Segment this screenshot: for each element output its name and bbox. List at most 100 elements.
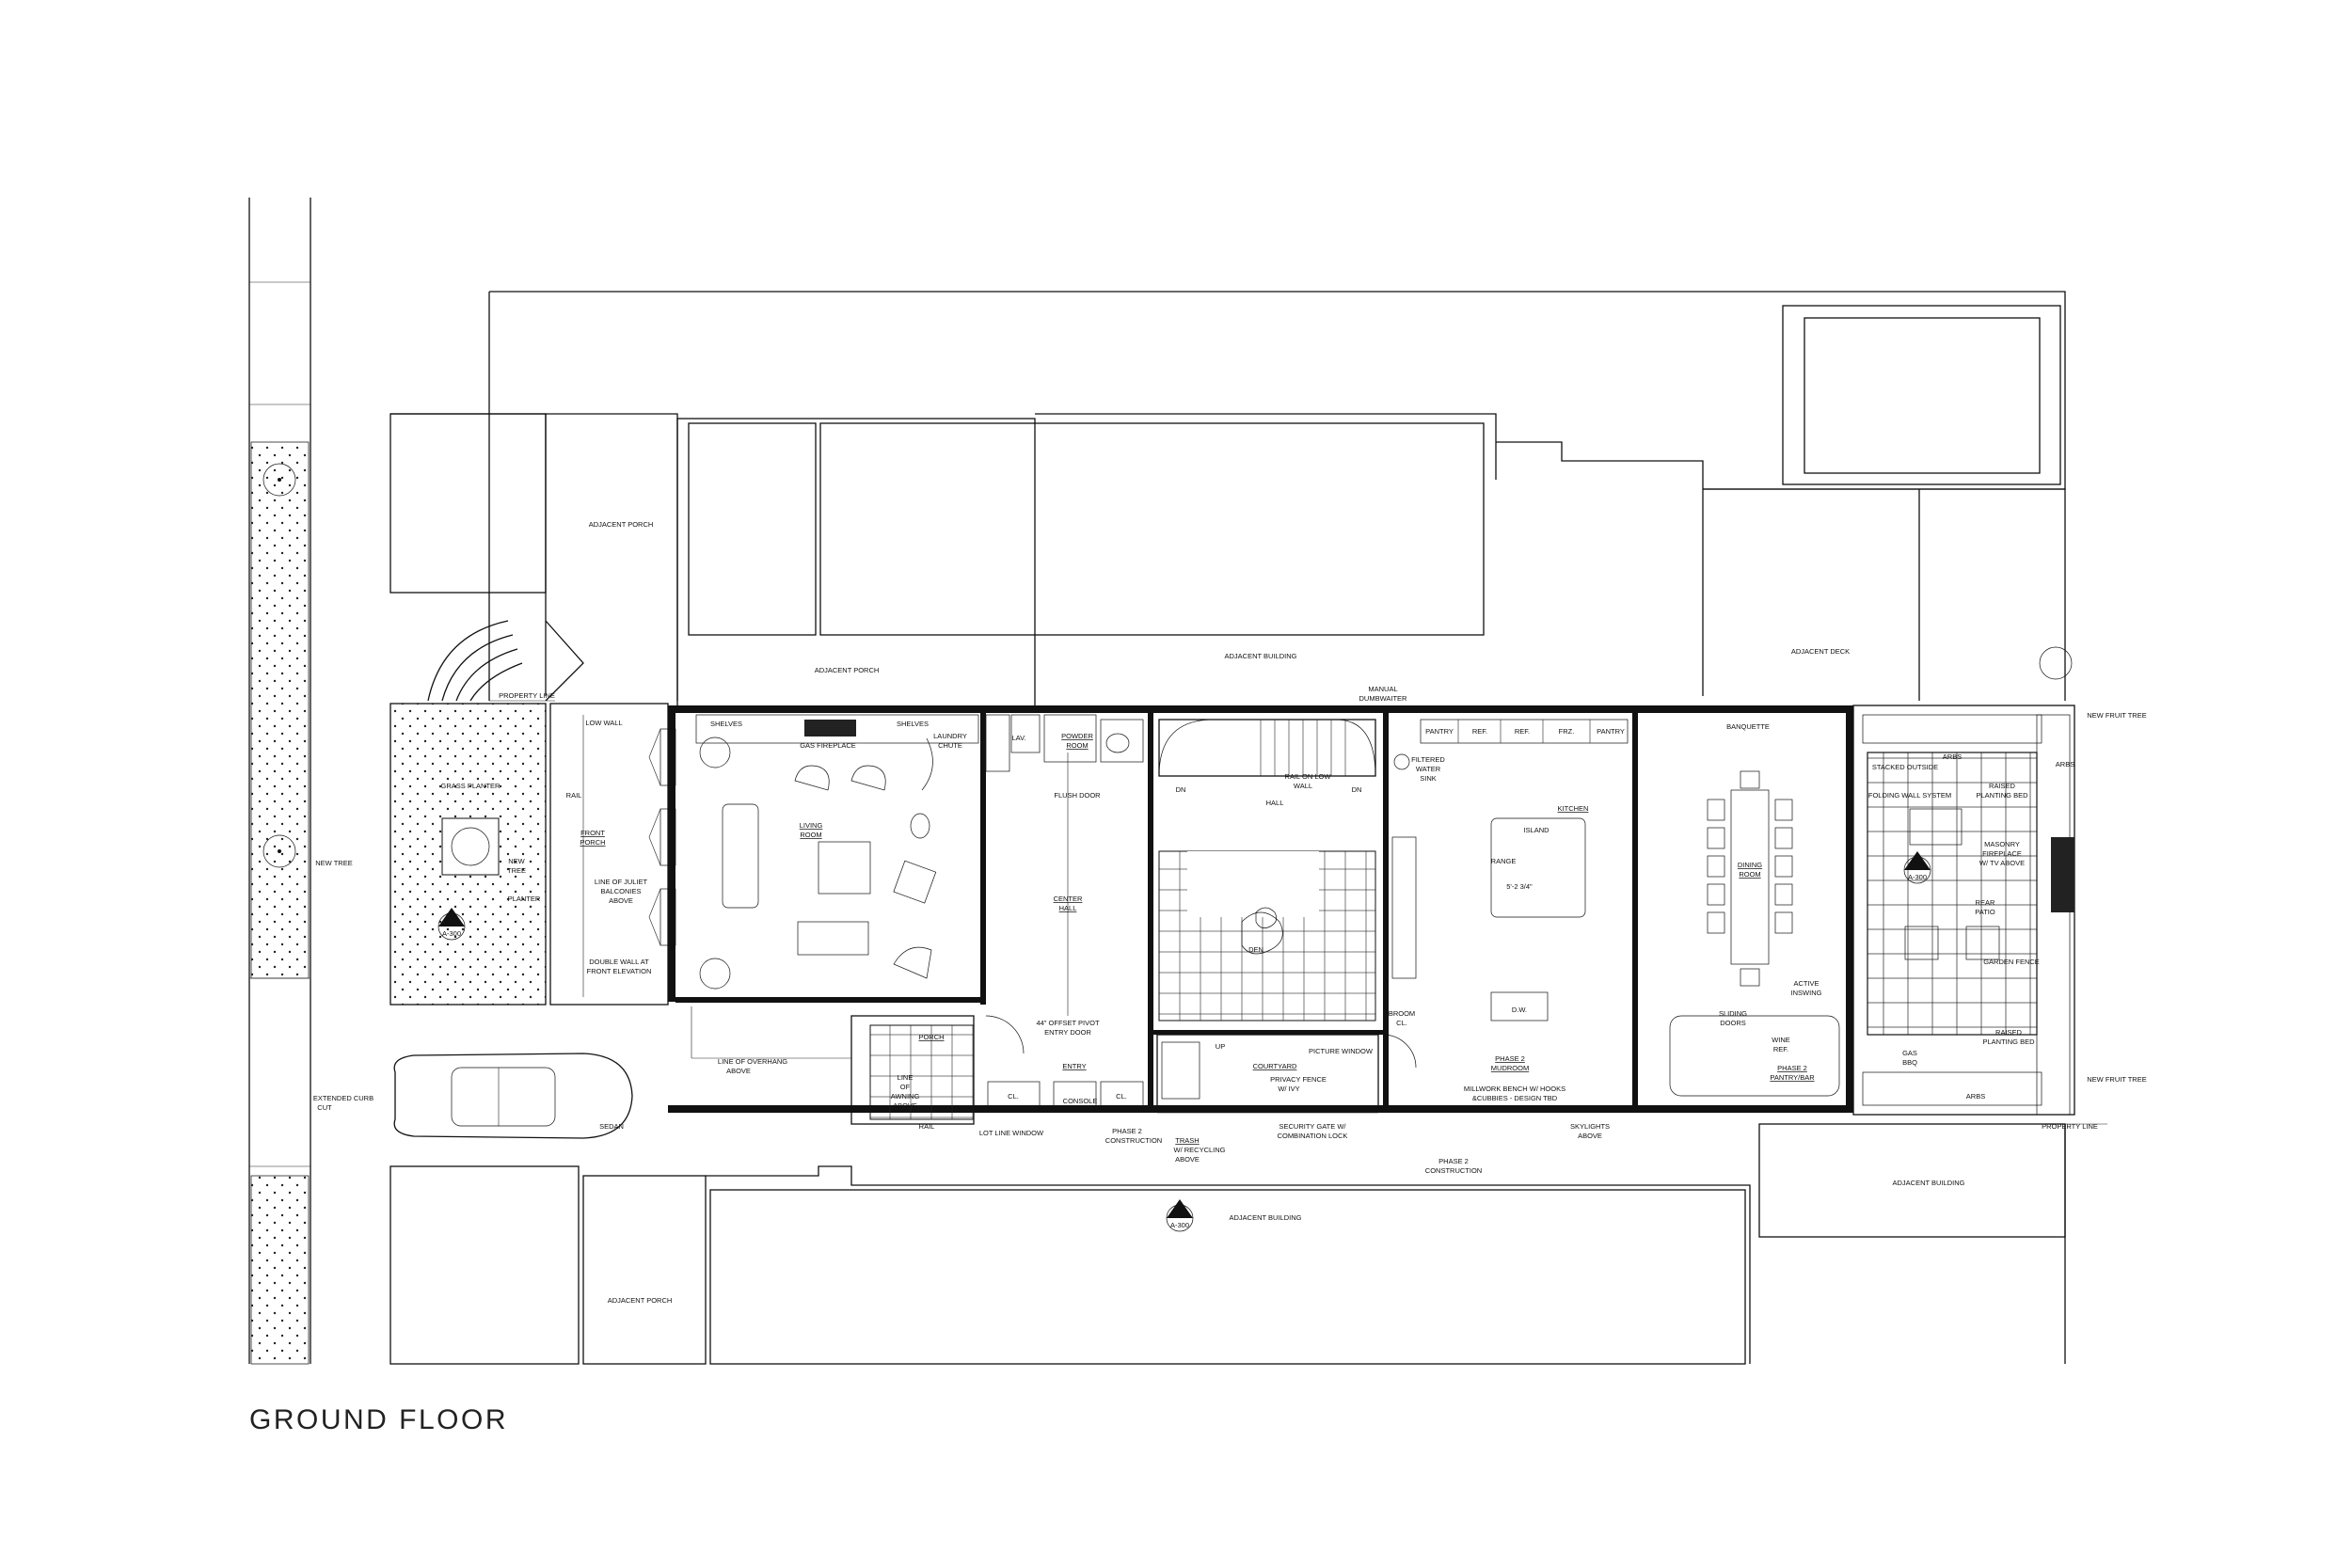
- label-planter: PLANTER: [508, 895, 541, 903]
- label-ref-1: REF.: [1472, 727, 1487, 736]
- label-courtyard: COURTYARD: [1253, 1062, 1297, 1070]
- label-filtered-water-1: FILTERED: [1411, 755, 1445, 764]
- label-juliet-3: ABOVE: [609, 896, 633, 905]
- label-broom-cl-2: CL.: [1396, 1019, 1407, 1027]
- label-phase2-pantry-1: PHASE 2: [1777, 1064, 1807, 1072]
- label-adjacent-porch-bottom: ADJACENT PORCH: [608, 1296, 673, 1305]
- label-entry: ENTRY: [1062, 1062, 1086, 1070]
- label-garden-fence: GARDEN FENCE: [1983, 958, 2040, 966]
- juliet-windows: [648, 728, 676, 946]
- label-property-line-right: PROPERTY LINE: [2042, 1122, 2098, 1131]
- label-arbs-top: ARBS: [1943, 752, 1962, 761]
- label-powder-room-2: ROOM: [1066, 741, 1088, 750]
- label-den: DEN: [1248, 945, 1263, 954]
- label-grass-planter: GRASS PLANTER: [441, 782, 501, 790]
- label-masonry-3: W/ TV ABOVE: [1979, 859, 2025, 867]
- label-pantry-2: PANTRY: [1597, 727, 1625, 736]
- label-adjacent-porch-top: ADJACENT PORCH: [589, 520, 654, 529]
- label-rear-patio-2: PATIO: [1975, 908, 1995, 916]
- label-manual-dumbwaiter-1: MANUAL: [1368, 685, 1397, 693]
- label-powder-room-1: POWDER: [1061, 732, 1093, 740]
- label-awning-4: ABOVE: [893, 1101, 917, 1110]
- label-hall: HALL: [1266, 799, 1284, 807]
- den-floor: [1158, 850, 1376, 1022]
- label-dw: D.W.: [1512, 1006, 1527, 1014]
- label-adjacent-deck: ADJACENT DECK: [1791, 647, 1850, 656]
- label-lav: LAV.: [1011, 734, 1025, 742]
- label-double-wall-2: FRONT ELEVATION: [587, 967, 652, 975]
- plan-title: GROUND FLOOR: [249, 1404, 509, 1435]
- label-sliding-doors-1: SLIDING: [1719, 1009, 1747, 1018]
- label-arbs-right: ARBS: [2056, 760, 2074, 768]
- label-trash-1: TRASH: [1175, 1136, 1199, 1145]
- label-range: RANGE: [1491, 857, 1517, 865]
- label-island: ISLAND: [1523, 826, 1549, 834]
- section-marker-2: [1903, 851, 1931, 884]
- label-phase2-construction-1a: PHASE 2: [1112, 1127, 1142, 1135]
- label-gas-bbq-2: BBQ: [1902, 1058, 1917, 1067]
- front-porch: [549, 703, 669, 1006]
- label-center-hall-1: CENTER: [1054, 895, 1083, 903]
- dining-table: [1669, 770, 1840, 1097]
- label-down-2: DN: [1352, 785, 1362, 794]
- rear-patio: [1852, 646, 2075, 1116]
- label-new-fruit-tree-top: NEW FRUIT TREE: [2087, 711, 2146, 720]
- label-filtered-water-3: SINK: [1420, 774, 1437, 783]
- adjacent-outlines: [389, 291, 2066, 1365]
- label-security-gate-2: COMBINATION LOCK: [1278, 1132, 1348, 1140]
- label-phase2-pantry-2: PANTRY/BAR: [1770, 1073, 1815, 1082]
- label-lot-line-window: LOT LINE WINDOW: [979, 1129, 1044, 1137]
- section-3-number: 3: [1178, 1210, 1182, 1218]
- label-raised-bed-1: RAISED: [1989, 782, 2016, 790]
- label-porch: PORCH: [918, 1033, 944, 1041]
- label-new-tree-planter-1: NEW: [508, 857, 525, 865]
- label-sliding-doors-2: DOORS: [1720, 1019, 1746, 1027]
- label-living-room-2: ROOM: [800, 831, 821, 839]
- label-phase2-construction-2b: CONSTRUCTION: [1425, 1166, 1482, 1175]
- label-pivot-door-1: 44" OFFSET PIVOT: [1036, 1019, 1100, 1027]
- label-juliet-1: LINE OF JULIET: [595, 878, 648, 886]
- sedan-icon: [393, 1053, 633, 1139]
- label-masonry-1: MASONRY: [1984, 840, 2020, 848]
- label-extended-curb-1: EXTENDED CURB: [313, 1094, 373, 1102]
- label-active-inswing-1: ACTIVE: [1793, 979, 1819, 988]
- label-adjacent-building-top: ADJACENT BUILDING: [1225, 652, 1297, 660]
- entry-stair: [850, 1015, 1144, 1125]
- label-rail: RAIL: [566, 791, 582, 800]
- label-kitchen: KITCHEN: [1558, 804, 1589, 813]
- label-active-inswing-2: INSWING: [1791, 989, 1822, 997]
- kitchen-fixtures: [1391, 719, 1629, 1022]
- label-wine-ref-1: WINE: [1772, 1036, 1790, 1044]
- stair: [1158, 719, 1376, 777]
- label-rear-patio-1: REAR: [1976, 898, 1995, 907]
- label-center-hall-2: HALL: [1059, 904, 1077, 912]
- label-privacy-fence-2: W/ IVY: [1278, 1085, 1299, 1093]
- label-pantry-1: PANTRY: [1425, 727, 1454, 736]
- label-laundry-chute-1: LAUNDRY: [933, 732, 967, 740]
- street-tree-middle: [262, 834, 296, 868]
- label-new-fruit-tree-bottom: NEW FRUIT TREE: [2087, 1075, 2146, 1084]
- label-broom-cl-1: BROOM: [1389, 1009, 1415, 1018]
- label-sedan: SEDAN: [599, 1122, 624, 1131]
- section-1-ref: A-300: [442, 929, 461, 938]
- label-stacked-outside: STACKED OUTSIDE: [1872, 763, 1938, 771]
- label-wine-ref-2: REF.: [1773, 1045, 1788, 1053]
- label-filtered-water-2: WATER: [1416, 765, 1441, 773]
- label-phase2-mudroom-2: MUDROOM: [1491, 1064, 1529, 1072]
- label-millwork-2: &CUBBIES - DESIGN TBD: [1472, 1094, 1558, 1102]
- section-marker-1: [437, 908, 466, 941]
- curved-steps: [427, 620, 584, 702]
- living-room-furniture: [695, 714, 979, 990]
- label-arbs-bottom: ARBS: [1966, 1092, 1985, 1101]
- label-masonry-2: FIREPLACE: [1982, 849, 2022, 858]
- label-raised-bed-low-1: RAISED: [1995, 1028, 2023, 1037]
- planter-tree-icon: [451, 827, 490, 866]
- section-1-number: 1: [450, 918, 453, 927]
- label-manual-dumbwaiter-2: DUMBWAITER: [1359, 694, 1408, 703]
- section-marker-3: [1166, 1199, 1194, 1232]
- label-awning-2: OF: [900, 1083, 911, 1091]
- label-island-dim: 5'-2 3/4": [1506, 882, 1533, 891]
- label-flush-door: FLUSH DOOR: [1054, 791, 1101, 800]
- house-walls: [668, 705, 1853, 1113]
